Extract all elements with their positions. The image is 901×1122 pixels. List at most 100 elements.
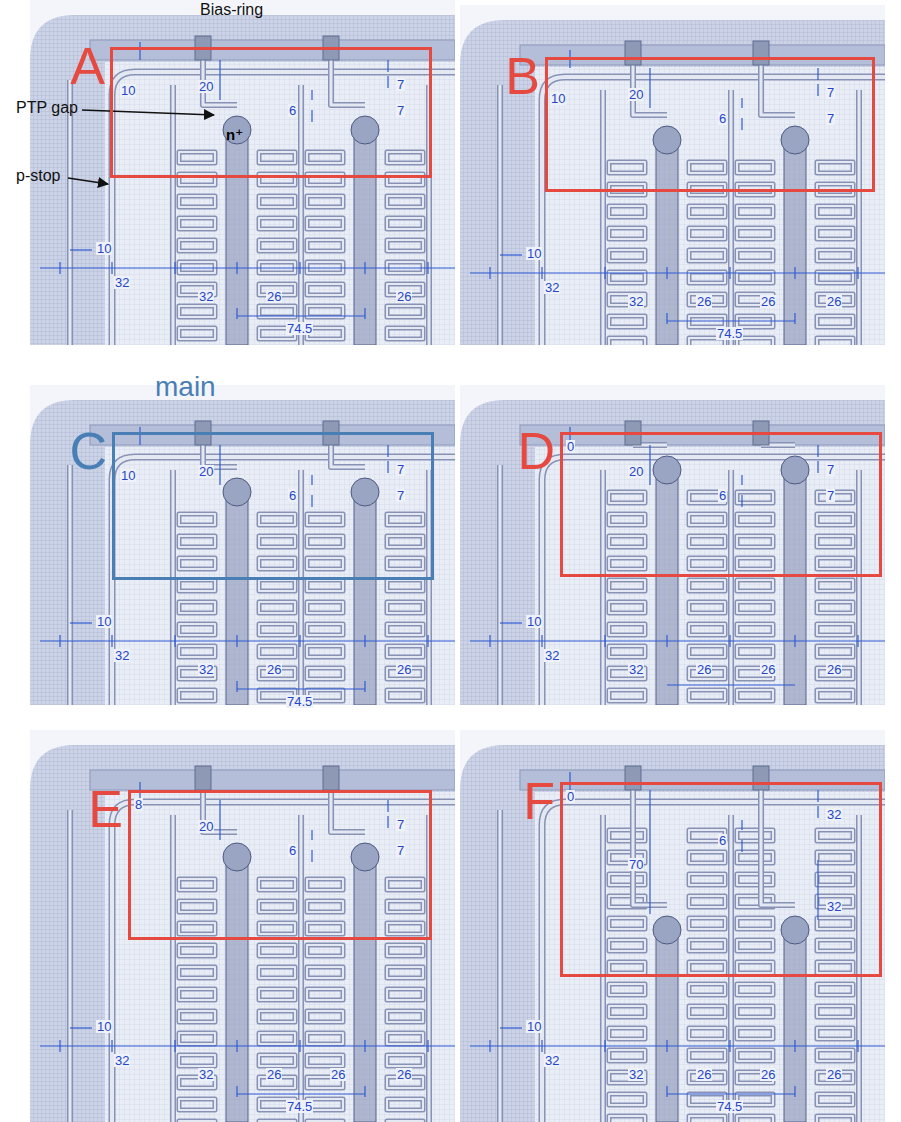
- dimension-line: [741, 98, 742, 108]
- p-stop-outline: [609, 228, 645, 239]
- p-stop-outline: [179, 514, 215, 525]
- p-stop-inner: [307, 945, 343, 956]
- dimension-value: 6: [718, 489, 727, 502]
- p-stop-inner: [689, 536, 725, 547]
- highlight-box: A: [110, 47, 432, 178]
- dimension-line: [237, 1093, 365, 1094]
- p-stop-outline: [387, 514, 423, 525]
- p-stop-outline: [609, 1094, 645, 1105]
- dimension-line: [667, 684, 795, 685]
- p-stop-inner: [179, 1121, 215, 1122]
- p-stop-inner: [300, 470, 303, 705]
- p-stop-outline: [856, 470, 862, 705]
- dimension-line: [70, 622, 92, 623]
- dimension-line: [364, 1086, 365, 1097]
- dimension-line: [311, 495, 312, 507]
- p-stop-outline: [170, 85, 176, 345]
- dimension-value: 32: [628, 663, 644, 676]
- p-stop-inner: [689, 558, 725, 569]
- p-stop-inner: [609, 624, 645, 635]
- p-stop-inner: [689, 1006, 725, 1017]
- p-stop-outline: [179, 646, 215, 657]
- p-stop-outline: [542, 457, 885, 705]
- p-stop-inner: [300, 85, 303, 345]
- dimension-line: [237, 688, 365, 689]
- p-stop-inner: [689, 918, 725, 929]
- p-stop-inner: [542, 457, 885, 705]
- dimension-line: [59, 1040, 60, 1052]
- p-stop-outline: [259, 967, 295, 978]
- p-stop-inner: [689, 874, 725, 885]
- sensor-panel: [460, 385, 885, 705]
- p-stop-outline: [817, 1050, 853, 1061]
- p-stop-outline: [307, 580, 343, 591]
- p-stop-outline: [728, 815, 734, 1122]
- p-stop-outline: [497, 810, 503, 1122]
- p-stop-outline: [179, 967, 215, 978]
- p-stop-inner: [179, 923, 215, 934]
- dimension-value: 8: [134, 798, 143, 811]
- dimension-value: 7: [826, 86, 835, 99]
- dimension-line: [794, 635, 795, 647]
- edge-region: [460, 400, 885, 705]
- dimension-value: 74.5: [716, 327, 743, 340]
- p-stop-inner: [307, 624, 343, 635]
- dimension-value: 26: [330, 1068, 346, 1081]
- p-stop-outline: [737, 830, 773, 841]
- p-stop-inner: [307, 306, 343, 317]
- p-stop-outline: [307, 514, 343, 525]
- dimension-value: 32: [826, 900, 842, 913]
- p-stop-outline: [179, 558, 215, 569]
- p-stop-inner: [689, 1116, 725, 1122]
- p-stop-inner: [609, 272, 645, 283]
- p-stop-inner: [387, 901, 423, 912]
- panel-letter: A: [70, 40, 105, 92]
- aluminium-strip: [354, 130, 376, 345]
- p-stop-inner: [300, 470, 303, 705]
- p-stop-outline: [689, 250, 725, 261]
- p-stop-inner: [817, 940, 853, 951]
- dimension-line: [500, 622, 522, 623]
- p-stop-outline: [817, 162, 853, 173]
- p-stop-outline: [856, 90, 862, 345]
- p-stop-outline: [179, 536, 215, 547]
- dimension-line: [219, 60, 220, 100]
- dimension-line: [236, 635, 237, 647]
- p-stop-outline: [298, 470, 304, 705]
- p-stop-outline: [856, 815, 862, 1122]
- p-stop-inner: [737, 602, 773, 613]
- p-stop-outline: [387, 602, 423, 613]
- p-stop-outline: [179, 602, 215, 613]
- p-stop-inner: [689, 896, 725, 907]
- p-stop-inner: [730, 470, 733, 705]
- bias-contact: [753, 41, 769, 65]
- dimension-value: 0: [566, 790, 575, 803]
- p-stop-inner: [259, 240, 295, 251]
- dimension-line: [741, 820, 742, 830]
- p-stop-inner: [689, 206, 725, 217]
- dimension-value: 26: [396, 1068, 412, 1081]
- p-stop-outline: [817, 514, 853, 525]
- p-stop-inner: [307, 196, 343, 207]
- p-stop-inner: [69, 80, 72, 345]
- p-stop-outline: [67, 80, 73, 345]
- p-stop-inner: [817, 162, 853, 173]
- p-stop-inner: [609, 962, 645, 973]
- p-stop-inner: [307, 602, 343, 613]
- p-stop-outline: [179, 690, 215, 701]
- dimension-line: [387, 60, 388, 72]
- dimension-line: [729, 267, 730, 279]
- dimension-line: [364, 308, 365, 319]
- dimension-line: [569, 772, 570, 790]
- p-stop-inner: [609, 558, 645, 569]
- p-stop-inner: [858, 470, 861, 705]
- dimension-line: [111, 635, 112, 647]
- edge-region: [30, 745, 455, 1122]
- p-stop-inner: [307, 536, 343, 547]
- p-stop-outline: [609, 962, 645, 973]
- part-name: p-stop: [16, 168, 60, 184]
- p-stop-outline: [259, 945, 295, 956]
- p-stop-inner: [609, 580, 645, 591]
- bias-ring: [520, 770, 885, 790]
- p-stop-outline: [307, 196, 343, 207]
